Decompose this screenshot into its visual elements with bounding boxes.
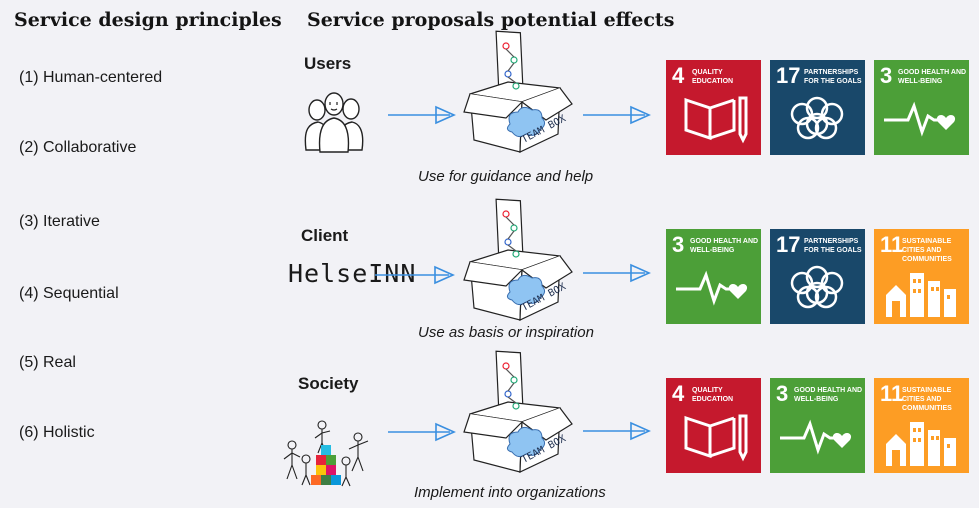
- sdg-tile-3: 3 Good Health and Well-Being: [874, 60, 969, 155]
- sdg-title: Good Health and Well-Being: [898, 69, 967, 85]
- row-caption: Use for guidance and help: [418, 168, 594, 185]
- society-icon: [283, 420, 369, 487]
- row-caption: Use as basis or inspiration: [418, 324, 594, 341]
- sdg-number: 17: [776, 63, 801, 88]
- principles-title: Service design principles: [14, 9, 282, 31]
- rings-icon: [790, 265, 844, 309]
- arrow-icon: [375, 265, 455, 285]
- sdg-number: 17: [776, 232, 801, 257]
- sdg-tile-11: 11 Sustainable Cities and Communities: [874, 378, 969, 473]
- arrow-icon: [583, 263, 651, 283]
- sdg-title: Partnerships for the Goals: [804, 238, 862, 254]
- book-icon: [684, 96, 748, 144]
- arrow-icon: [583, 105, 651, 125]
- heartbeat-icon: [780, 419, 852, 455]
- principle-item: (6) Holistic: [19, 424, 95, 441]
- team-box-icon: [463, 30, 573, 153]
- sdg-tile-17: 17 Partnerships for the Goals: [770, 229, 865, 324]
- sdg-number: 4: [672, 63, 685, 88]
- sdg-number: 3: [776, 381, 789, 406]
- users-icon: [304, 92, 364, 153]
- sdg-title: Sustainable Cities and Communities: [902, 238, 952, 263]
- team-box-icon: [463, 350, 573, 473]
- principle-item: (1) Human-centered: [19, 69, 163, 86]
- sdg-tile-17: 17 Partnerships for the Goals: [770, 60, 865, 155]
- sdg-title: Quality Education: [692, 69, 734, 85]
- row-label-users: Users: [304, 54, 352, 73]
- principle-item: (3) Iterative: [19, 213, 100, 230]
- sdg-number: 3: [672, 232, 685, 257]
- principle-item: (4) Sequential: [19, 285, 119, 302]
- principle-item: (5) Real: [19, 354, 76, 371]
- team-box: TEAM BOX: [462, 348, 574, 480]
- sdg-tile-3: 3 Good Health and Well-Being: [770, 378, 865, 473]
- sdg-title: Partnerships for the Goals: [804, 69, 862, 85]
- sdg-number: 4: [672, 381, 685, 406]
- sdg-title: Good Health and Well-Being: [794, 387, 863, 403]
- principle-item: (2) Collaborative: [19, 139, 137, 156]
- city-icon: [886, 422, 956, 466]
- sdg-number: 11: [880, 381, 904, 406]
- client-logo: HelseINN: [288, 259, 417, 288]
- heartbeat-icon: [884, 101, 956, 137]
- book-icon: [684, 414, 748, 462]
- sdg-tile-3: 3 Good Health and Well-Being: [666, 229, 761, 324]
- arrow-icon: [388, 422, 456, 442]
- row-label-client: Client: [301, 226, 349, 245]
- sdg-number: 11: [880, 232, 904, 257]
- sdg-title: Sustainable Cities and Communities: [902, 387, 952, 412]
- team-box: TEAM BOX: [462, 28, 574, 160]
- sdg-tile-4: 4 Quality Education: [666, 60, 761, 155]
- team-box: TEAM BOX: [462, 196, 574, 328]
- sdg-tile-4: 4 Quality Education: [666, 378, 761, 473]
- sdg-number: 3: [880, 63, 893, 88]
- team-box-icon: [463, 198, 573, 321]
- rings-icon: [790, 96, 844, 140]
- effects-title: Service proposals potential effects: [307, 9, 675, 31]
- row-caption: Implement into organizations: [414, 484, 606, 501]
- sdg-title: Quality Education: [692, 387, 734, 403]
- arrow-icon: [388, 105, 456, 125]
- heartbeat-icon: [676, 270, 748, 306]
- city-icon: [886, 273, 956, 317]
- arrow-icon: [583, 421, 651, 441]
- sdg-title: Good Health and Well-Being: [690, 238, 759, 254]
- sdg-tile-11: 11 Sustainable Cities and Communities: [874, 229, 969, 324]
- row-label-society: Society: [298, 374, 359, 393]
